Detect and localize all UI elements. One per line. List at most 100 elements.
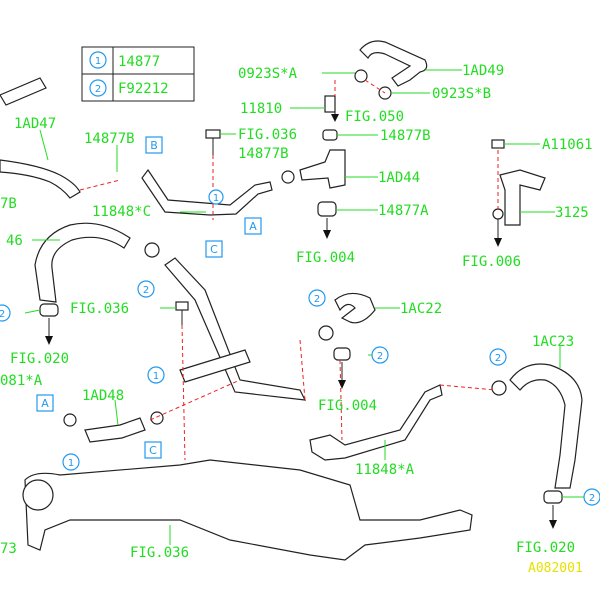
ref-2-e: 2 <box>495 353 501 364</box>
label-14877b-a: 14877B <box>84 131 135 147</box>
label-1ac22: 1AC22 <box>400 301 442 317</box>
label-7b: 7B <box>0 196 17 212</box>
ref-circle-2-f <box>583 488 600 506</box>
arrow-fig020-a <box>45 336 53 345</box>
ref-circle-1-a <box>208 189 224 205</box>
label-leaders <box>24 69 585 545</box>
pipe-11848c <box>141 168 273 216</box>
label-fig020-a: FIG.020 <box>10 351 69 367</box>
clamp-0923sa <box>354 69 368 83</box>
bolt-mid <box>175 301 189 311</box>
label-fig036-a: FIG.036 <box>238 127 297 143</box>
ref-circles: 1 2 2 2 2 2 1 1 2 <box>0 189 600 506</box>
arrow-fig004-a <box>323 230 331 239</box>
hose-46 <box>34 222 131 303</box>
part-drawings <box>0 40 583 561</box>
label-1ad48: 1AD48 <box>82 388 124 404</box>
clamp-1ac23-top <box>491 380 507 396</box>
callout-box-a-left <box>36 394 54 412</box>
label-11810: 11810 <box>240 101 282 117</box>
label-1ad49: 1AD49 <box>462 63 504 79</box>
ref-1-c: 1 <box>68 458 74 469</box>
ref-circle-2-a <box>137 280 155 298</box>
clamp-14877b-small <box>281 170 295 184</box>
hose-1ac23 <box>509 363 583 489</box>
ref-circle-2-d <box>371 346 389 364</box>
fitting-1ad44 <box>299 149 346 189</box>
label-46: 46 <box>6 233 23 249</box>
ref-circle-1-b <box>147 366 165 384</box>
ref-2-c: 2 <box>314 294 320 305</box>
ref-2-a: 2 <box>143 285 149 296</box>
legend-num-circle-1 <box>89 51 107 69</box>
label-3125: 3125 <box>555 205 589 221</box>
clamp-1ac22-b <box>333 347 351 361</box>
bolt-a11061 <box>491 139 505 149</box>
clamp-1ad48 <box>150 411 164 425</box>
label-11848c: 11848*C <box>92 204 151 220</box>
pipe-bracket <box>179 349 251 383</box>
clamp-14877b-center <box>322 129 338 141</box>
label-14877b-b: 14877B <box>238 146 289 162</box>
clamp-1ac23-bottom <box>543 490 563 504</box>
clamp-14877a <box>317 201 337 217</box>
callout-box-b <box>145 136 163 154</box>
legend-num-2: 2 <box>95 84 101 95</box>
legend-code-1: 14877 <box>118 54 160 70</box>
hose-1ad48 <box>84 417 146 443</box>
ref-circle-2-c <box>308 289 326 307</box>
water-pipe-port <box>22 479 54 511</box>
label-0923sb: 0923S*B <box>432 86 491 102</box>
arrow-fig020-b <box>549 520 557 529</box>
legend-num-circle-2 <box>89 79 107 97</box>
label-14877a: 14877A <box>378 203 429 219</box>
legend-num-1: 1 <box>95 56 101 67</box>
callouts: B A C A C <box>36 136 262 459</box>
label-fig050: FIG.050 <box>345 109 404 125</box>
washer-bracket <box>492 208 504 220</box>
clamp-left <box>63 413 77 427</box>
arrow-fig050 <box>331 114 339 122</box>
hose-1ad47 <box>0 159 81 199</box>
label-fig036-b: FIG.036 <box>70 301 129 317</box>
part-labels: 1AD47 14877B 7B FIG.036 14877B 11848*C 4… <box>0 63 593 576</box>
clamp-46-right <box>144 242 160 258</box>
callout-b: B <box>150 139 158 152</box>
label-11848a: 11848*A <box>355 462 415 478</box>
label-73: 73 <box>0 541 17 557</box>
label-14877b-c: 14877B <box>380 128 431 144</box>
label-0923sa: 0923S*A <box>238 66 298 82</box>
ref-circle-1-c <box>62 453 80 471</box>
ref-1-b: 1 <box>153 371 159 382</box>
callout-box-a-top <box>244 217 262 235</box>
legend-code-2: F92212 <box>118 81 169 97</box>
legend-table: 1 14877 2 F92212 <box>81 46 195 102</box>
ref-circle-2-e <box>489 348 507 366</box>
label-fig006: FIG.006 <box>462 254 521 270</box>
hose-1ad49 <box>359 40 428 87</box>
clamp-1ac22 <box>318 325 334 341</box>
callout-a-top: A <box>249 220 257 233</box>
ref-2-b: 2 <box>0 309 5 320</box>
label-081a: 081*A <box>0 373 43 389</box>
callout-box-c-low <box>144 441 162 459</box>
label-fig036-c: FIG.036 <box>130 545 189 561</box>
label-1ad44: 1AD44 <box>378 170 420 186</box>
dashed-leaders <box>79 79 499 461</box>
water-pipe-main <box>24 459 473 561</box>
callout-c-top: C <box>210 243 218 256</box>
pipe-11848a <box>309 384 443 461</box>
callout-a-left: A <box>41 397 49 410</box>
hose-1ac22 <box>334 292 376 324</box>
ref-circle-2-b <box>0 304 11 322</box>
pipe-stub-top-left <box>0 77 47 106</box>
label-1ad47: 1AD47 <box>14 116 56 132</box>
callout-c-low: C <box>149 444 157 457</box>
ref-2-d: 2 <box>377 351 383 362</box>
ref-2-f: 2 <box>589 493 595 504</box>
diagram-code: A082001 <box>528 561 583 576</box>
arrow-fig004-b <box>338 380 346 389</box>
bolt-top <box>205 129 221 139</box>
valve-11810 <box>324 95 336 113</box>
